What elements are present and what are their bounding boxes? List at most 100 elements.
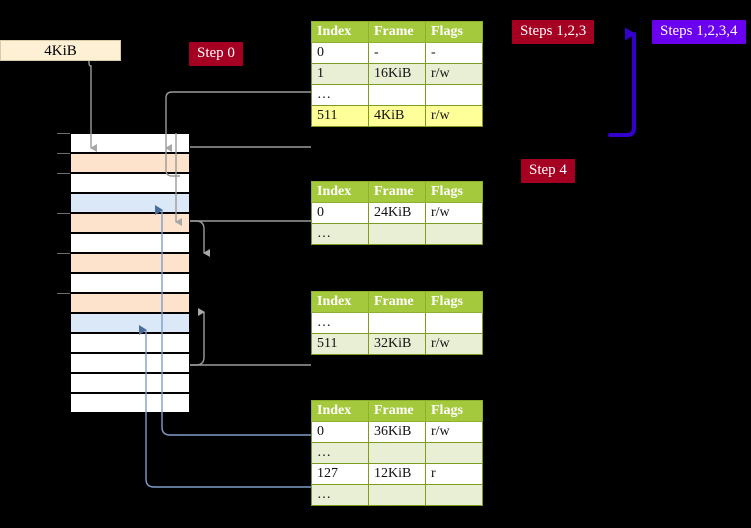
column-header-flags: Flags <box>425 400 483 422</box>
cell-index: 0 <box>311 42 369 64</box>
steps1234-badge: Steps 1,2,3,4 <box>652 20 746 44</box>
memory-frame-row <box>70 213 190 233</box>
cell-flags: r/w <box>425 333 483 355</box>
cell-index: 0 <box>311 202 369 224</box>
memory-tick <box>57 253 70 254</box>
steps123-badge: Steps 1,2,3 <box>512 20 595 44</box>
connector-memory-to-pt <box>190 308 311 366</box>
memory-frame-row <box>70 173 190 193</box>
size-box-4kib: 4KiB <box>0 40 121 61</box>
memory-frame-row <box>70 253 190 273</box>
cell-flags <box>425 84 483 106</box>
cell-index: … <box>311 484 369 506</box>
cell-flags <box>425 442 483 464</box>
cell-index: 511 <box>311 333 369 355</box>
memory-frame-row <box>70 373 190 393</box>
cell-flags <box>425 223 483 245</box>
memory-tick <box>57 293 70 294</box>
column-header-index: Index <box>311 21 369 43</box>
cell-index: … <box>311 223 369 245</box>
column-header-flags: Flags <box>425 291 483 313</box>
cell-frame <box>368 484 426 506</box>
column-header-flags: Flags <box>425 181 483 203</box>
cell-frame: 36KiB <box>368 421 426 443</box>
cell-flags <box>425 484 483 506</box>
memory-frame-row <box>70 133 190 153</box>
memory-frame-row <box>70 153 190 173</box>
memory-frame-row <box>70 193 190 213</box>
table-row: … <box>311 84 483 106</box>
memory-tick <box>57 133 70 134</box>
steps-bracket-arrow <box>608 27 636 137</box>
table-header-row: Index Frame Flags <box>311 21 483 43</box>
cell-frame <box>368 312 426 334</box>
cell-flags: r/w <box>425 202 483 224</box>
memory-frame-row <box>70 273 190 293</box>
cell-frame: 16KiB <box>368 63 426 85</box>
cell-index: … <box>311 84 369 106</box>
step0-badge: Step 0 <box>189 42 243 66</box>
memory-frame-row <box>70 293 190 313</box>
column-header-frame: Frame <box>368 21 426 43</box>
column-header-index: Index <box>311 400 369 422</box>
table-header-row: Index Frame Flags <box>311 291 483 313</box>
column-header-index: Index <box>311 181 369 203</box>
cell-index: … <box>311 312 369 334</box>
column-header-frame: Frame <box>368 291 426 313</box>
cell-flags: r/w <box>425 63 483 85</box>
column-header-frame: Frame <box>368 181 426 203</box>
memory-frame-row <box>70 333 190 353</box>
cell-flags: - <box>425 42 483 64</box>
cell-frame: 32KiB <box>368 333 426 355</box>
column-header-frame: Frame <box>368 400 426 422</box>
cell-flags: r/w <box>425 105 483 127</box>
physical-memory-column <box>70 133 190 413</box>
table-header-row: Index Frame Flags <box>311 400 483 422</box>
cell-frame: - <box>368 42 426 64</box>
cell-index: 127 <box>311 463 369 485</box>
table-row: … <box>311 484 483 506</box>
memory-tick <box>57 213 70 214</box>
memory-frame-row <box>70 353 190 373</box>
cell-index: 1 <box>311 63 369 85</box>
cell-index: 0 <box>311 421 369 443</box>
cell-index: 511 <box>311 105 369 127</box>
table-row: … <box>311 312 483 334</box>
memory-frame-row <box>70 233 190 253</box>
table-row: … <box>311 223 483 245</box>
cell-frame: 4KiB <box>368 105 426 127</box>
cell-flags: r/w <box>425 421 483 443</box>
table-header-row: Index Frame Flags <box>311 181 483 203</box>
memory-tick <box>57 173 70 174</box>
cell-frame <box>368 442 426 464</box>
step4-badge: Step 4 <box>521 159 575 183</box>
memory-frame-row <box>70 393 190 413</box>
table-row: … <box>311 442 483 464</box>
cell-frame: 12KiB <box>368 463 426 485</box>
cell-frame: 24KiB <box>368 202 426 224</box>
connector-memory-to-pd <box>190 220 311 257</box>
cell-frame <box>368 223 426 245</box>
column-header-flags: Flags <box>425 21 483 43</box>
memory-frame-row <box>70 313 190 333</box>
cell-flags <box>425 312 483 334</box>
column-header-index: Index <box>311 291 369 313</box>
cell-frame <box>368 84 426 106</box>
memory-tick <box>57 153 70 154</box>
table-row: 0-- <box>311 42 483 64</box>
cell-index: … <box>311 442 369 464</box>
cell-flags: r <box>425 463 483 485</box>
